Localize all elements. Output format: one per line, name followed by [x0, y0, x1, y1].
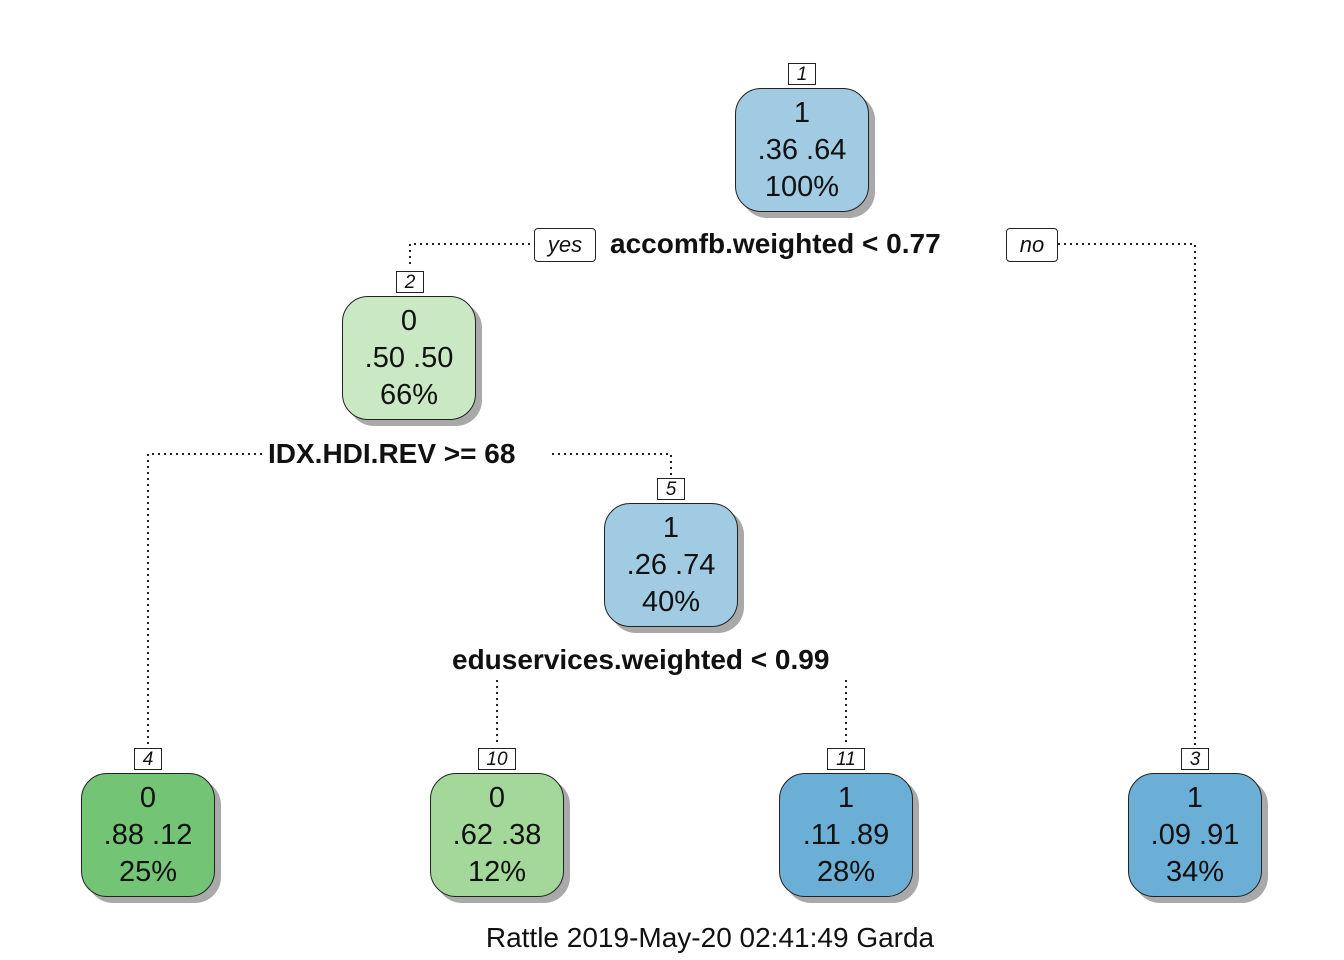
node-probs: .11 .89 [802, 819, 890, 851]
split-label-node5: eduservices.weighted < 0.99 [446, 643, 836, 677]
node-probs: .50 .50 [364, 342, 454, 374]
node-class: 1 [837, 782, 855, 814]
node-id-label: 3 [1181, 748, 1209, 770]
node-class: 1 [793, 97, 811, 129]
tree-node-2: 0 .50 .50 66% [342, 296, 476, 420]
node-pct: 28% [816, 856, 876, 888]
node-id-label: 5 [657, 478, 685, 500]
node-pct: 66% [379, 379, 439, 411]
tree-node-10: 0 .62 .38 12% [430, 773, 564, 897]
footer-caption: Rattle 2019-May-20 02:41:49 Garda [485, 922, 935, 953]
node-probs: .36 .64 [757, 134, 847, 166]
node-id-label: 1 [788, 63, 816, 85]
node-pct: 25% [118, 856, 178, 888]
node-pct: 100% [764, 171, 840, 203]
node-id-label: 10 [478, 748, 516, 770]
node-class: 0 [139, 782, 157, 814]
node-probs: .09 .91 [1150, 819, 1240, 851]
split-label-node2: IDX.HDI.REV >= 68 [262, 437, 522, 471]
node-id-label: 4 [134, 748, 162, 770]
node-pct: 34% [1165, 856, 1225, 888]
link-1-2 [409, 243, 536, 268]
node-pct: 12% [467, 856, 527, 888]
node-probs: .88 .12 [103, 819, 193, 851]
tree-node-5: 1 .26 .74 40% [604, 503, 738, 627]
link-1-3 [1058, 243, 1196, 746]
branch-yes-label: yes [534, 228, 596, 262]
node-probs: .62 .38 [452, 819, 542, 851]
node-class: 0 [488, 782, 506, 814]
branch-no-label: no [1006, 228, 1058, 262]
split-label-root: accomfb.weighted < 0.77 [604, 227, 947, 261]
node-class: 0 [400, 305, 418, 337]
tree-node-1: 1 .36 .64 100% [735, 88, 869, 212]
link-2-5 [552, 453, 672, 476]
link-2-4 [147, 453, 268, 746]
tree-node-11: 1 .11 .89 28% [779, 773, 913, 897]
tree-node-3: 1 .09 .91 34% [1128, 773, 1262, 897]
node-id-label: 11 [827, 748, 865, 770]
node-class: 1 [662, 512, 680, 544]
node-class: 1 [1186, 782, 1204, 814]
tree-node-4: 0 .88 .12 25% [81, 773, 215, 897]
node-id-label: 2 [396, 271, 424, 293]
node-probs: .26 .74 [626, 549, 716, 581]
node-pct: 40% [641, 586, 701, 618]
